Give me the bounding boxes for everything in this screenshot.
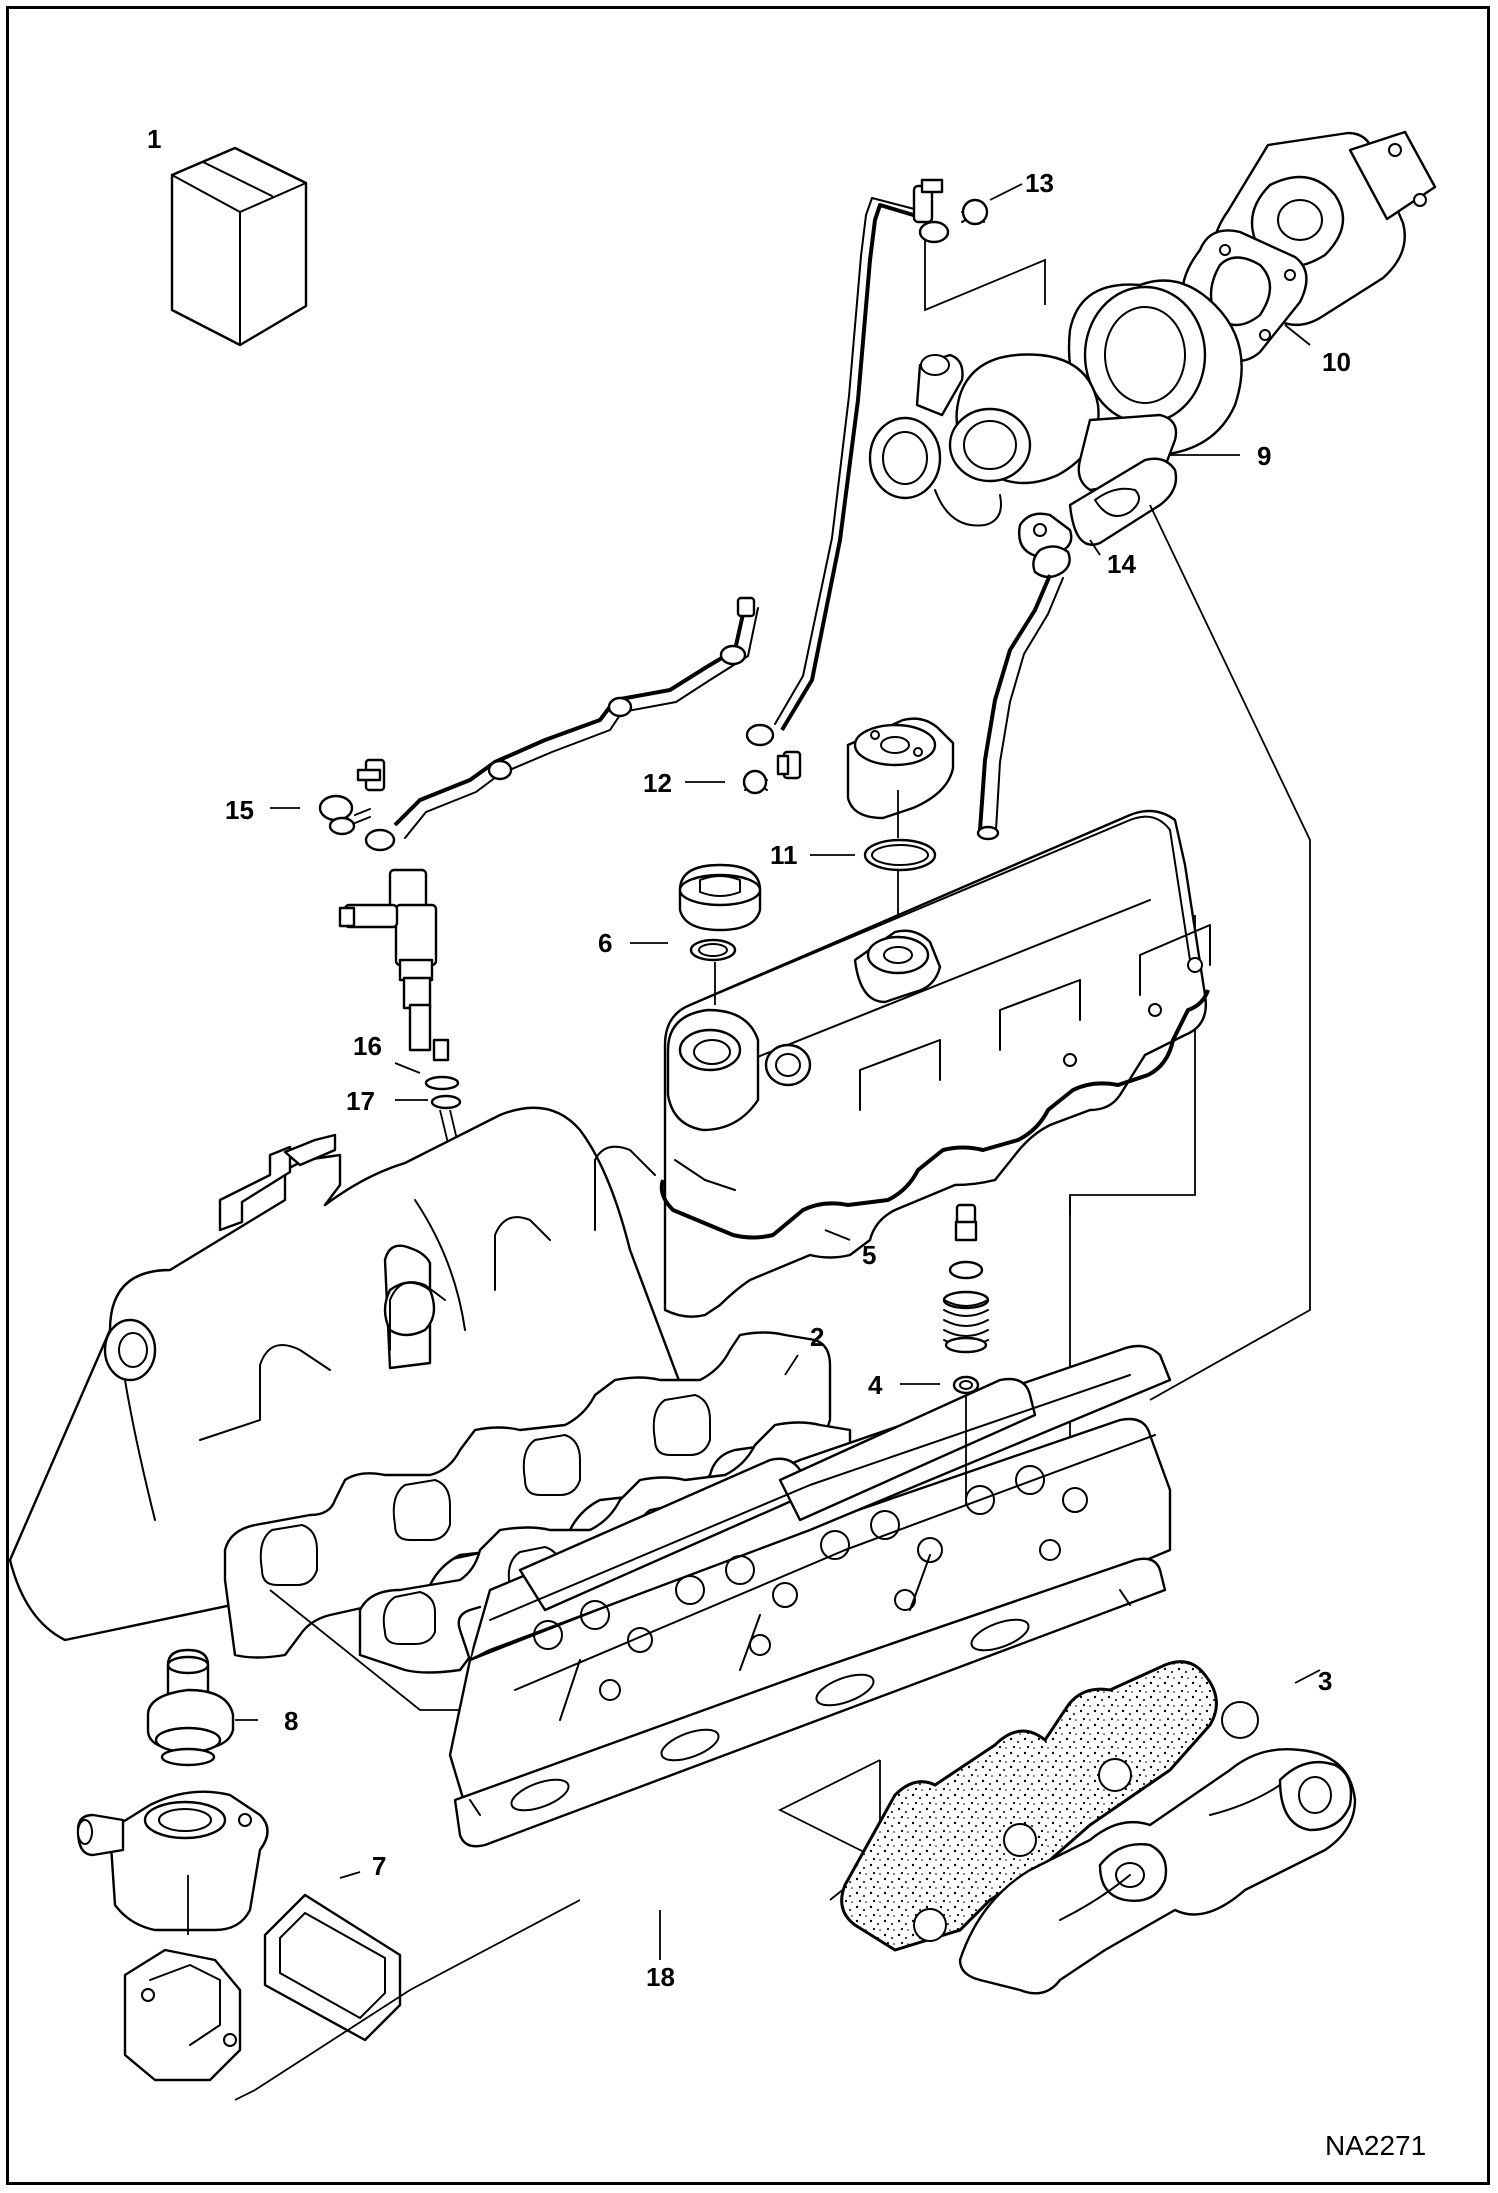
callout-9: 9 bbox=[1257, 441, 1272, 471]
callout-8: 8 bbox=[284, 1706, 299, 1736]
head-gasket bbox=[453, 1557, 1167, 1848]
turbocharger bbox=[868, 279, 1243, 527]
thermostat-housing bbox=[146, 1648, 235, 1767]
oil-pipe-upper bbox=[774, 178, 989, 732]
callout-10: 10 bbox=[1322, 347, 1351, 377]
cylinder-head bbox=[448, 1344, 1172, 1823]
callout-13: 13 bbox=[1025, 168, 1054, 198]
oil-filler-cap bbox=[678, 863, 762, 962]
valve-spring-assembly bbox=[942, 1203, 990, 1395]
callout-11: 11 bbox=[770, 840, 798, 870]
callout-15: 15 bbox=[225, 795, 254, 825]
water-flange bbox=[123, 1948, 242, 2082]
rocker-cover bbox=[663, 809, 1211, 1318]
turbo-gasket bbox=[1068, 457, 1178, 546]
injector-pipe bbox=[318, 596, 759, 852]
callout-4: 4 bbox=[868, 1370, 883, 1400]
fuel-injector bbox=[338, 868, 462, 1110]
callout-6: 6 bbox=[598, 928, 613, 958]
thermostat-body bbox=[76, 1790, 269, 1932]
callout-2: 2 bbox=[810, 1322, 825, 1352]
thermostat-gasket bbox=[263, 1893, 402, 2042]
breather-cover bbox=[846, 717, 955, 872]
figure-code: NA2271 bbox=[1325, 2130, 1427, 2161]
callout-1: 1 bbox=[147, 124, 162, 154]
kit-box bbox=[170, 146, 308, 347]
callout-17: 17 bbox=[346, 1086, 375, 1116]
exhaust-manifold bbox=[840, 1660, 1357, 1995]
callout-5: 5 bbox=[862, 1240, 877, 1270]
callout-3: 3 bbox=[1318, 1666, 1333, 1696]
callout-12: 12 bbox=[643, 768, 672, 798]
callout-14: 14 bbox=[1107, 549, 1136, 579]
callout-7: 7 bbox=[372, 1851, 387, 1881]
callout-18: 18 bbox=[646, 1962, 675, 1992]
rocker-cover-gasket bbox=[659, 989, 1210, 1240]
oil-pipe-bolt-lower bbox=[742, 723, 802, 795]
oil-return-pipe bbox=[976, 512, 1073, 841]
callout-16: 16 bbox=[353, 1031, 382, 1061]
